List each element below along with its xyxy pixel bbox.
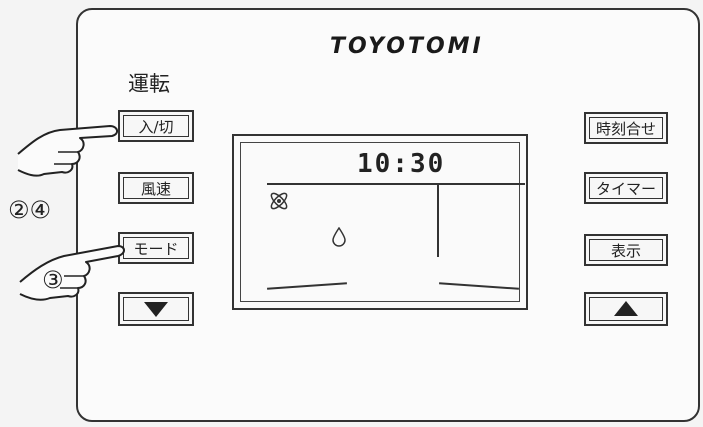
fan-icon [270,192,288,210]
clock-set-button-label: 時刻合せ [589,117,663,139]
operation-label: 運転 [128,72,170,96]
pointing-hand-icon-lower [19,245,125,301]
fan-speed-button[interactable]: 風速 [118,172,194,204]
down-button[interactable] [118,292,194,326]
lcd-display: 10:30 [232,134,528,310]
power-button-label: 入/切 [123,115,189,137]
timer-button-label: タイマー [589,177,663,199]
water-drop-icon [332,227,346,247]
fan-speed-button-label: 風速 [123,177,189,199]
lcd-divider-horizontal [267,183,525,185]
lcd-segment-left [267,282,347,290]
up-button[interactable] [584,292,668,326]
power-button[interactable]: 入/切 [118,110,194,142]
pointing-hand-icon-upper [17,125,118,177]
lcd-divider-vertical [437,185,439,257]
clock-set-button[interactable]: 時刻合せ [584,112,668,144]
mode-button[interactable]: モード [118,232,194,264]
triangle-up-icon [614,301,638,316]
step-label-3: ③ [42,266,64,294]
lcd-clock: 10:30 [357,149,446,179]
display-button-label: 表示 [589,239,663,261]
timer-button[interactable]: タイマー [584,172,668,204]
brand-logo: TOYOTOMI [330,34,484,59]
triangle-down-icon [144,302,168,317]
mode-button-label: モード [123,237,189,259]
lcd-segment-right [439,282,519,290]
step-label-2-4: ②④ [8,196,52,224]
display-button[interactable]: 表示 [584,234,668,266]
